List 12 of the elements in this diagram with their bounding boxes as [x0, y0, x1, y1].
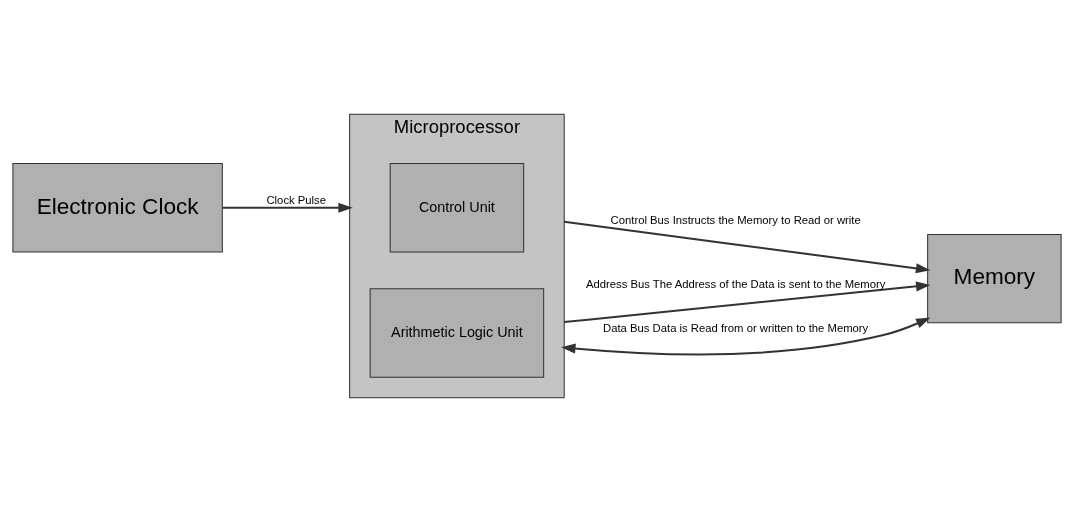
arrow — [564, 220, 931, 273]
arrow — [564, 280, 931, 323]
node-box: Memory — [927, 233, 1062, 323]
arrow — [222, 202, 353, 213]
edge-label: Control Bus Instructs the Memory to Read or write — [610, 213, 861, 226]
arrow — [561, 316, 931, 355]
node-box: Arithmetic Logic Unit — [369, 287, 545, 378]
node-box: Electronic Clock — [12, 162, 223, 252]
edge-label: Data Bus Data is Read from or written to the Memory — [603, 321, 869, 334]
node-box: Control Unit — [389, 162, 525, 252]
edge-label: Clock Pulse — [266, 193, 327, 206]
edge-label: Address Bus The Address of the Data is sent to the Memory — [585, 277, 886, 290]
